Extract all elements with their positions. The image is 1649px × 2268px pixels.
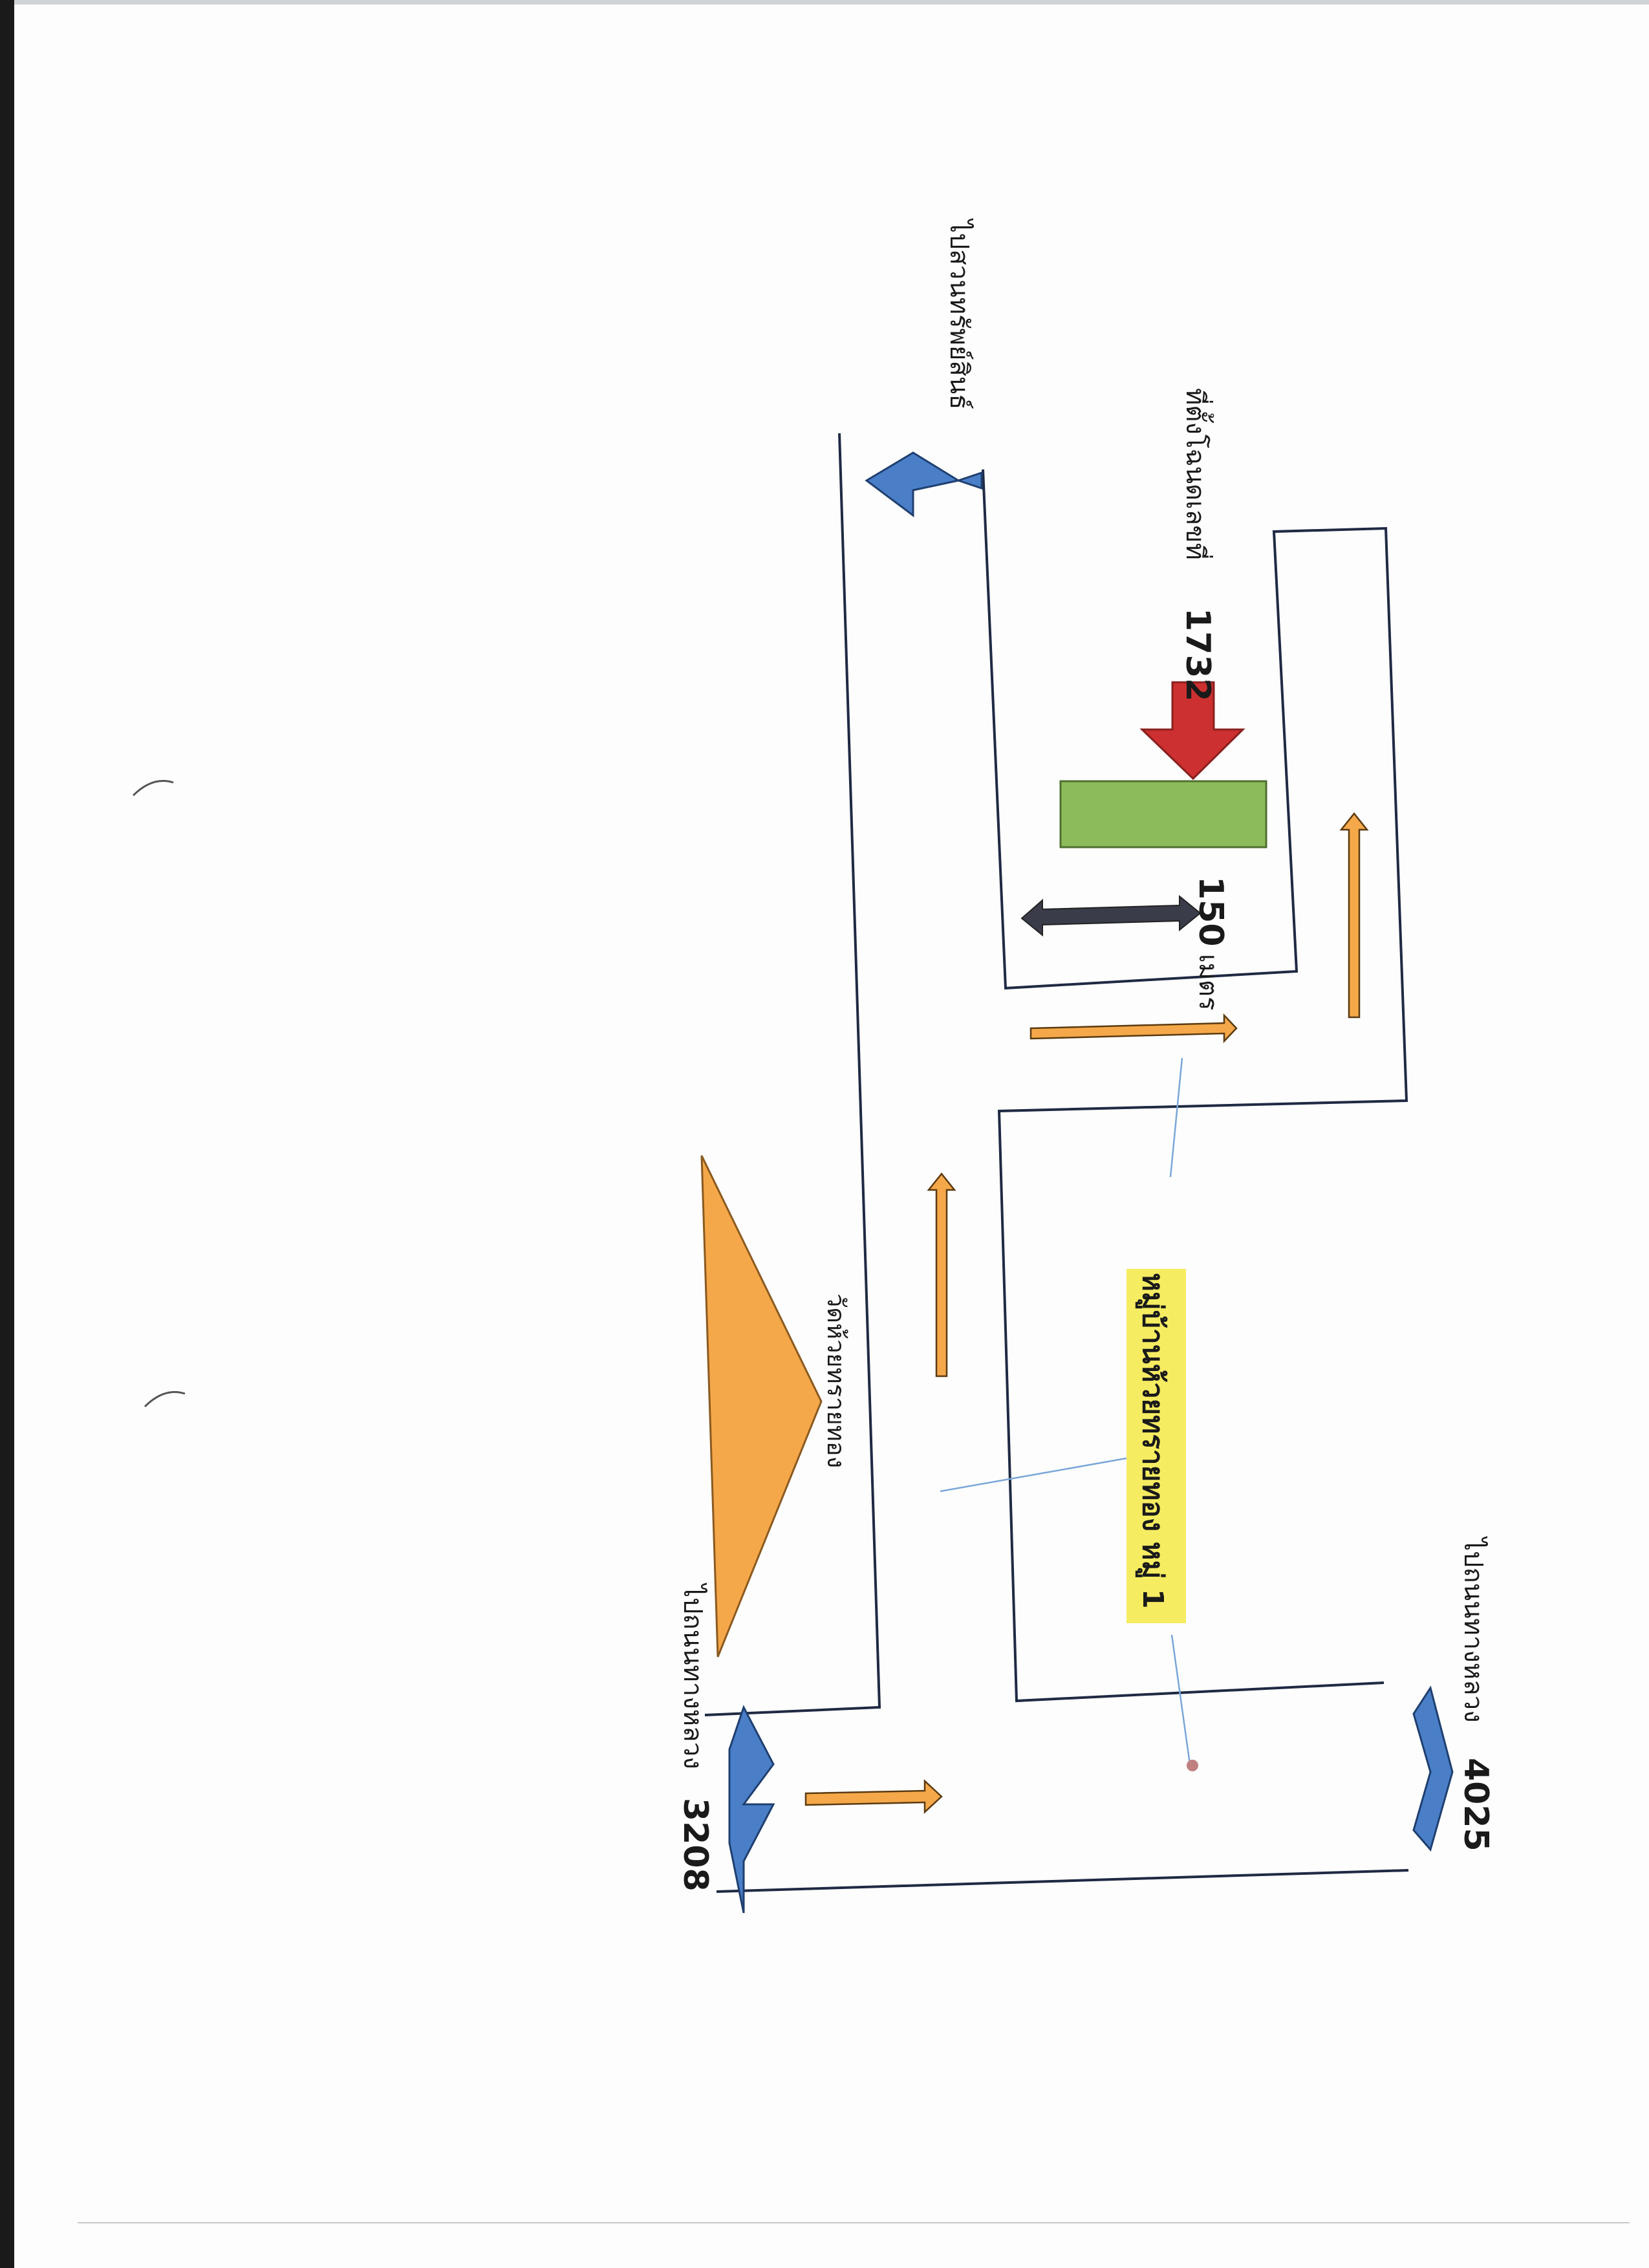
triangle-icon	[700, 1155, 823, 1658]
village-pointers	[940, 1057, 1198, 1771]
road-bottom-edge	[716, 1869, 1409, 1893]
road-4025-prefix: ไปถนนทางหลวง	[1458, 1536, 1488, 1723]
distance-unit: เมตร	[1193, 954, 1223, 1011]
orange-arrows	[804, 812, 1369, 1814]
punch-hole-mark	[144, 1391, 186, 1408]
orange-arrow-center	[927, 1172, 956, 1377]
road-3208-caption: ไปถนนทางหลวง 3208	[676, 1582, 715, 1892]
distance-caption: 150 เมตร	[1191, 876, 1230, 1011]
double-arrow-icon	[1020, 894, 1202, 937]
land-plot-label: ที่ตั้งโฉนดเลขที่	[1180, 388, 1214, 560]
red-down-arrow-icon	[1139, 681, 1245, 781]
road-4025-caption: ไปถนนทางหลวง 4025	[1456, 1536, 1495, 1852]
road-network	[704, 433, 1409, 1893]
village-highlight	[1126, 1269, 1186, 1623]
temple-label: วัดห้วยทรายทอง	[822, 1293, 850, 1468]
distance-value: 150	[1191, 876, 1230, 947]
orange-arrow-far-right	[1339, 812, 1369, 1019]
road-3208-number: 3208	[676, 1798, 715, 1892]
land-plot	[1059, 780, 1267, 848]
orange-arrow-upper-right	[1029, 1013, 1238, 1044]
blue-arrows	[728, 451, 1454, 1914]
blue-arrow-icon	[865, 451, 983, 517]
scan-edge-left	[0, 0, 14, 2268]
to-suan-thip-sin-label: ไปสวนทรัพย์สินธ์	[944, 218, 974, 410]
blue-arrow-south-icon	[728, 1705, 775, 1914]
scan-bottom-line	[78, 2222, 1630, 2223]
punch-hole-mark	[132, 780, 174, 797]
road-4025-number: 4025	[1456, 1758, 1495, 1852]
road-left-edge	[704, 433, 881, 1716]
land-plot-number: 1732	[1178, 608, 1217, 702]
road-3208-prefix: ไปถนนทางหลวง	[678, 1582, 707, 1769]
blue-arrow-east-icon	[1412, 1685, 1454, 1852]
village-label: หมู่บ้านห้วยทรายทอง หมู่ 1	[1136, 1273, 1169, 1609]
orange-arrow-bottom	[804, 1779, 943, 1814]
scan-edge-top	[14, 0, 1649, 5]
land-plot-caption: ที่ตั้งโฉนดเลขที่ 1732	[1178, 388, 1217, 702]
road-right-edge-lower	[982, 469, 1408, 1703]
